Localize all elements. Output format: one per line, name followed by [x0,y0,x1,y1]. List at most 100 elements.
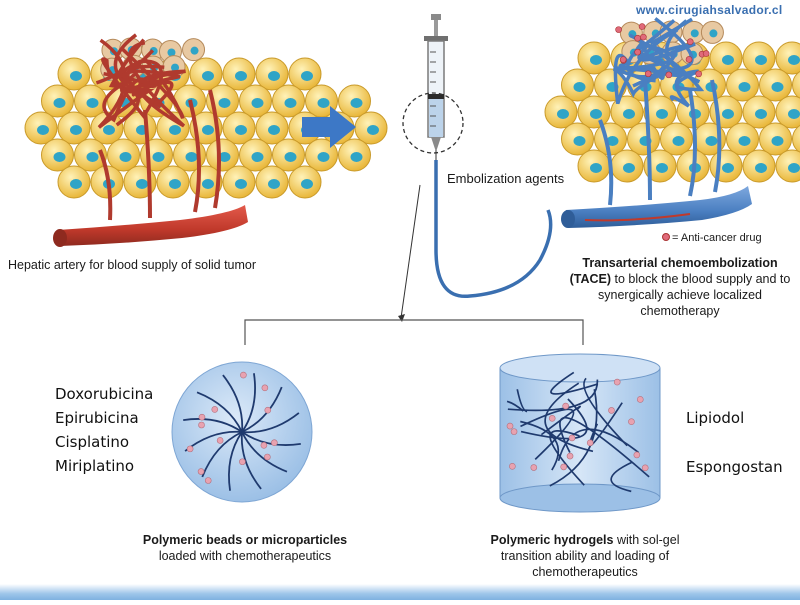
drug-particle [645,71,651,77]
split-bracket [245,320,583,345]
cell-nucleus [367,125,379,135]
cell-nucleus [656,109,668,119]
cell-nucleus [268,71,280,81]
drug-particle [531,465,537,471]
syringe-icon [424,14,448,160]
cell-nucleus [351,152,363,162]
cell-nucleus [186,152,198,162]
cell-nucleus [191,47,199,55]
cell-nucleus [590,109,602,119]
cell-nucleus [656,163,668,173]
drug-particle [239,459,245,465]
drug-particle [666,72,672,78]
cell-nucleus [557,109,569,119]
cell-nucleus [590,163,602,173]
drug-particle [634,452,640,458]
beads-caption-bold: Polymeric beads or microparticles [143,533,347,547]
cell-nucleus [70,125,82,135]
cell-nucleus [772,136,784,146]
drug-particle [511,429,517,435]
drug-particle [614,379,620,385]
cell-nucleus [252,98,264,108]
drug-particle [635,35,641,41]
drug-particle [271,440,277,446]
cell-nucleus [722,109,734,119]
drug-particle [198,469,204,475]
cell-nucleus [590,55,602,65]
drug-particle [639,24,645,30]
cell-nucleus [87,152,99,162]
cell-nucleus [788,163,800,173]
drug-particle [212,406,218,412]
drug-list-left: Doxorubicina Epirubicina Cisplatino Miri… [55,382,153,478]
beads-caption: Polymeric beads or microparticles loaded… [100,532,390,564]
drug-particle [563,403,569,409]
cell-nucleus [103,125,115,135]
tace-caption: Transarterial chemoembolization (TACE) t… [560,255,800,319]
pointer-line [401,185,420,318]
embolization-agents-label: Embolization agents [447,171,564,187]
drug-particle [261,442,267,448]
cell-nucleus [772,82,784,92]
cell-nucleus [722,55,734,65]
cell-nucleus [235,71,247,81]
drug-item: Cisplatino [55,430,153,454]
drug-particle [696,71,702,77]
cell-nucleus [169,179,181,189]
cell-nucleus [755,55,767,65]
beads-caption-rest: loaded with chemotherapeutics [159,549,331,563]
drug-particle [637,396,643,402]
cell-nucleus [252,152,264,162]
drug-particle [616,27,622,33]
hydrogels-caption: Polymeric hydrogels with sol-gel transit… [465,532,705,580]
cell-nucleus [755,109,767,119]
drug-item-lipiodol: Lipiodol [686,406,744,430]
drug-particle [635,49,641,55]
cell-nucleus [709,29,717,37]
cell-nucleus [318,98,330,108]
drug-particle [549,415,555,421]
drug-particle [265,407,271,413]
cell-nucleus [623,163,635,173]
drug-particle [686,56,692,62]
cell-nucleus [169,125,181,135]
cell-nucleus [202,71,214,81]
hepatic-artery-caption: Hepatic artery for blood supply of solid… [8,257,338,273]
drug-particle [569,435,575,441]
cell-nucleus [153,152,165,162]
drug-item-espongostan: Espongostan [686,455,783,479]
drug-particle [199,414,205,420]
drug-particle [703,51,709,57]
anti-cancer-drug-legend-dot [663,234,670,241]
cell-nucleus [70,71,82,81]
cell-nucleus [285,98,297,108]
cell-nucleus [301,71,313,81]
drug-item: Doxorubicina [55,382,153,406]
cell-nucleus [301,179,313,189]
hydrogels-caption-bold: Polymeric hydrogels [491,533,614,547]
drug-item: Miriplatino [55,454,153,478]
cell-nucleus [673,136,685,146]
hydrogel-cylinder [500,354,660,512]
cell-nucleus [574,136,586,146]
cell-nucleus [219,98,231,108]
drug-particle [567,453,573,459]
cell-nucleus [574,82,586,92]
cell-nucleus [235,125,247,135]
drug-particle [509,463,515,469]
cell-nucleus [70,179,82,189]
tace-caption-rest: to block the blood supply and to synergi… [598,272,790,318]
cell-nucleus [722,163,734,173]
cell-nucleus [136,179,148,189]
cell-nucleus [268,179,280,189]
drug-particle [642,465,648,471]
drug-particle [262,385,268,391]
cell-nucleus [285,152,297,162]
cell-nucleus [54,152,66,162]
drug-particle [187,446,193,452]
drug-particle [608,407,614,413]
cell-nucleus [623,109,635,119]
bottom-banner-stripe [0,584,800,600]
watermark: www.cirugiahsalvador.cl [636,3,783,17]
